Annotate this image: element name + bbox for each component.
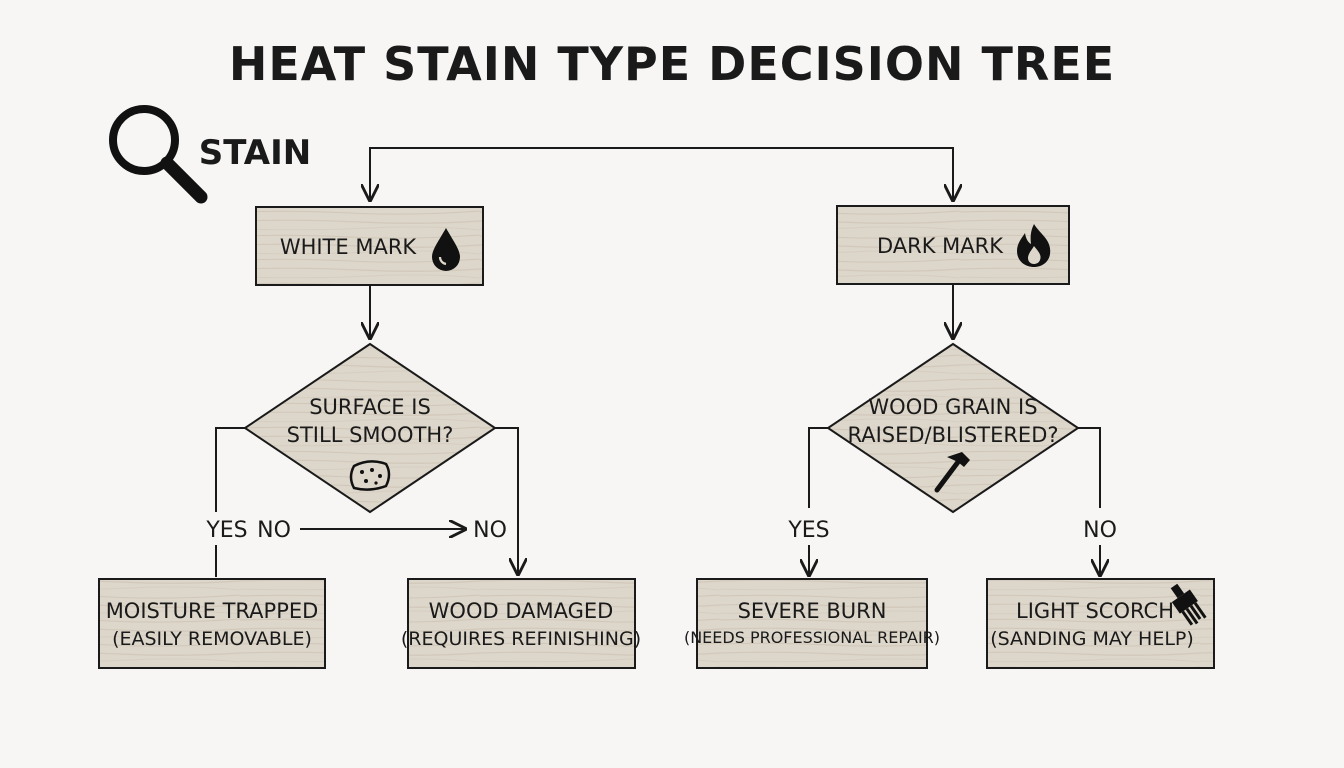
- left-yes-label: YES: [205, 518, 247, 543]
- grain-question-line2: RAISED/BLISTERED?: [847, 423, 1058, 447]
- magnifier-icon: [109, 105, 208, 204]
- left-no-target-label: NO: [473, 518, 507, 543]
- grain-question-line1: WOOD GRAIN IS: [868, 395, 1037, 419]
- moisture-line2: (EASILY REMOVABLE): [112, 628, 312, 650]
- sponge-icon: [349, 460, 391, 491]
- smooth-question-line2: STILL SMOOTH?: [287, 423, 454, 447]
- moisture-line1: MOISTURE TRAPPED: [106, 599, 319, 623]
- grain-question-node: WOOD GRAIN IS RAISED/BLISTERED?: [826, 342, 1080, 514]
- right-yes-label: YES: [787, 518, 829, 543]
- wood-damaged-line1: WOOD DAMAGED: [429, 599, 614, 623]
- light-scorch-line2: (SANDING MAY HELP): [990, 628, 1194, 650]
- right-yes-connector-top: [808, 427, 828, 508]
- water-drop-icon: [432, 228, 460, 271]
- left-no-connector: [495, 427, 518, 574]
- right-no-connector-top: [1078, 427, 1101, 508]
- split-connector: [369, 147, 954, 195]
- light-scorch-node: LIGHT SCORCH (SANDING MAY HELP): [986, 578, 1215, 669]
- white-mark-label: WHITE MARK: [280, 235, 418, 259]
- right-no-label: NO: [1083, 518, 1117, 543]
- left-yes-connector-top: [215, 427, 245, 512]
- flame-icon: [1017, 224, 1051, 267]
- dark-mark-node: DARK MARK: [836, 205, 1070, 285]
- dark-mark-label: DARK MARK: [877, 234, 1004, 258]
- moisture-trapped-node: MOISTURE TRAPPED (EASILY REMOVABLE): [98, 578, 326, 669]
- wood-damaged-node: WOOD DAMAGED (REQUIRES REFINISHING): [401, 578, 641, 669]
- page-title: HEAT STAIN TYPE DECISION TREE: [229, 37, 1115, 91]
- sanding-brush-icon: [1170, 583, 1207, 626]
- wood-damaged-line2: (REQUIRES REFINISHING): [401, 628, 641, 650]
- white-mark-node: WHITE MARK: [255, 206, 484, 286]
- left-no-label: NO: [257, 518, 291, 543]
- light-scorch-line1: LIGHT SCORCH: [1016, 599, 1174, 623]
- smooth-question-line1: SURFACE IS: [309, 395, 431, 419]
- severe-burn-node: SEVERE BURN (NEEDS PROFESSIONAL REPAIR): [684, 578, 940, 669]
- start-label: STAIN: [199, 133, 311, 173]
- severe-burn-line1: SEVERE BURN: [738, 599, 887, 623]
- smooth-question-node: SURFACE IS STILL SMOOTH?: [243, 342, 497, 514]
- severe-burn-line2: (NEEDS PROFESSIONAL REPAIR): [684, 628, 940, 647]
- hammer-icon: [934, 452, 970, 493]
